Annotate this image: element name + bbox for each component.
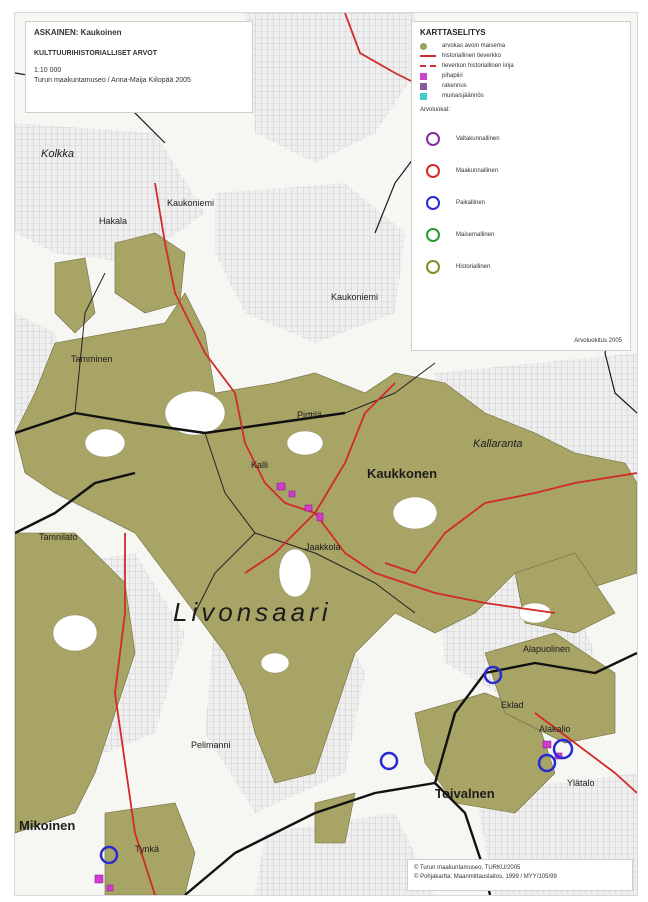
place-label: Kolkka — [41, 148, 75, 160]
legend-ring-item: Paikallinen — [420, 187, 622, 219]
credits-line: © Turun maakuntamuseo, TURKU/2005 — [414, 865, 521, 871]
legend-item: historiallinen tieverkko — [420, 51, 622, 61]
legend-item-label: pihapiiri — [442, 73, 463, 79]
place-label: Alapuolinen — [523, 644, 571, 654]
legend-swatch — [420, 65, 436, 67]
legend-ring-label: Valtakunnallinen — [456, 136, 500, 142]
ring-icon — [426, 260, 440, 274]
legend-ring-label: Historiallinen — [456, 264, 491, 270]
legend-item-label: arvokas avoin maisema — [442, 43, 506, 49]
legend-ring-item: Historiallinen — [420, 251, 622, 283]
place-label: Alakalio — [539, 724, 571, 734]
map-graphic[interactable] — [15, 13, 637, 895]
legend-ring-label: Paikallinen — [456, 200, 486, 206]
place-label: Ylätalo — [567, 778, 595, 788]
legend-item-label: tieverkon historiallinen linja — [442, 63, 514, 69]
place-label: Tamminen — [71, 354, 113, 364]
legend-ring-label: Maisemallinen — [456, 232, 495, 238]
place-label: Kallaranta — [473, 438, 523, 450]
ring-icon — [426, 196, 440, 210]
legend-item: rakennus — [420, 81, 622, 91]
value-rings — [99, 665, 574, 865]
legend-swatch — [420, 82, 427, 90]
legend-ring-item: Valtakunnallinen — [420, 123, 622, 155]
place-label: Mikoinen — [19, 818, 76, 833]
legend-ring-item: Maisemallinen — [420, 219, 622, 251]
place-label: Pirttilä — [297, 410, 323, 420]
minor-roads — [74, 272, 436, 614]
legend-item: pihapiiri — [420, 71, 622, 81]
map-title-box: ASKAINEN: Kaukoinen KULTTUURIHISTORIALLI… — [25, 21, 253, 113]
legend-item: arvokas avoin maisema — [420, 41, 622, 51]
heritage-site-markers — [94, 482, 563, 892]
place-label: Jaakkola — [305, 542, 341, 552]
map-subtitle: KULTTUURIHISTORIALLISET ARVOT — [34, 49, 158, 57]
place-label: Tynkä — [135, 844, 160, 854]
legend-section-label: Arvoluokat: — [420, 107, 451, 113]
ring-icon — [426, 132, 440, 146]
place-label: Kaukoniemi — [167, 198, 215, 208]
legend-item-label: historiallinen tieverkko — [442, 53, 502, 59]
legend-item: muinaisjäännös — [420, 91, 622, 101]
legend-swatch — [420, 72, 427, 80]
clearings — [52, 390, 552, 674]
place-label: Tamnilato — [39, 532, 78, 542]
legend-swatch — [420, 92, 427, 100]
place-label: Hakala — [99, 216, 128, 226]
place-label: Toivalnen — [435, 786, 495, 801]
map-author: Turun maakuntamuseo / Anna-Maija Kiilopä… — [34, 76, 191, 84]
place-label: Eklad — [501, 700, 524, 710]
map-legend: KARTTASELITYS arvokas avoin maisema histo… — [411, 21, 631, 351]
legend-title: KARTTASELITYS — [420, 28, 486, 37]
legend-swatch — [420, 42, 427, 50]
map-scale: 1:10 000 — [34, 67, 62, 75]
place-label: Pelimanni — [191, 740, 231, 750]
ring-icon — [426, 164, 440, 178]
map-credits: © Turun maakuntamuseo, TURKU/2005 © Pohj… — [407, 859, 633, 891]
legend-footer: Arvoluokitus 2005 — [574, 338, 622, 344]
map-title: ASKAINEN: Kaukoinen — [34, 28, 122, 37]
legend-ring-item: Maakunnallinen — [420, 155, 622, 187]
place-label: Livonsaari — [173, 597, 332, 627]
place-label: Kaukkonen — [367, 466, 438, 481]
ring-icon — [426, 228, 440, 242]
place-label: Kaukoniemi — [331, 292, 379, 302]
legend-swatch — [420, 55, 436, 57]
legend-item-label: rakennus — [442, 83, 467, 89]
place-label: Kalli — [251, 460, 269, 470]
legend-ring-label: Maakunnallinen — [456, 168, 499, 174]
map-canvas[interactable]: Kolkka Hakala Kaukoniemi Kaukoniemi Tamm… — [14, 12, 638, 896]
legend-item-label: muinaisjäännös — [442, 93, 484, 99]
historical-roads — [114, 13, 637, 895]
legend-item: tieverkon historiallinen linja — [420, 61, 622, 71]
credits-line: © Pohjakartta: Maanmittauslaitos, 1999 /… — [414, 874, 557, 880]
